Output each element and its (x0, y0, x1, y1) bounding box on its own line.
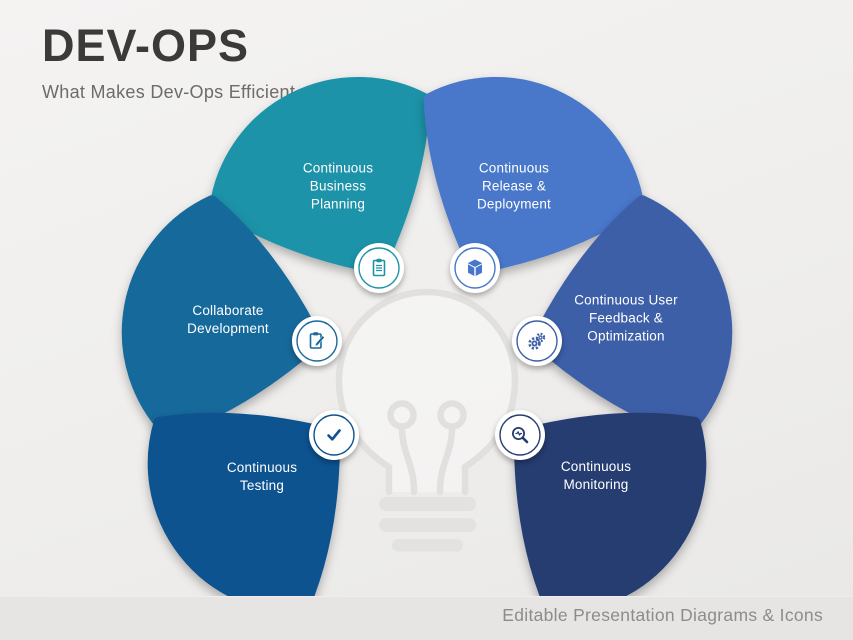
segment-continuous-testing (147, 412, 341, 614)
clipboard-pencil-icon (292, 316, 342, 366)
filament-wire-left (398, 423, 418, 496)
segment-label-continuous-monitoring: Continuous Monitoring (560, 459, 632, 492)
badge-user-feedback-optimization (511, 315, 563, 367)
segment-label-continuous-testing: Continuous Testing (226, 460, 298, 493)
segment-label-collaborate-development: Collaborate Development (187, 303, 269, 336)
magnifier-pulse-icon (495, 410, 545, 460)
clipboard-checklist-icon (354, 243, 404, 293)
title-block: DEV-OPS What Makes Dev-Ops Efficient (42, 20, 295, 103)
segment-label-continuous-user-feedback-optimization: Continuous User Feedback & Optimization (574, 292, 678, 343)
page-title: DEV-OPS (42, 20, 250, 71)
badge-collaborate-development (291, 315, 343, 367)
gears-icon (512, 316, 562, 366)
segment-collaborate-development (121, 195, 323, 438)
footer-text: Editable Presentation Diagrams & Icons (502, 605, 823, 625)
badge-continuous-testing (308, 409, 360, 461)
segment-continuous-business-planning (209, 76, 431, 274)
checkmark-icon (309, 410, 359, 460)
page-subtitle: What Makes Dev-Ops Efficient (42, 82, 296, 102)
footer-band: Editable Presentation Diagrams & Icons (0, 596, 853, 640)
lightbulb-base (379, 497, 476, 552)
segment-continuous-user-feedback-optimization (531, 195, 733, 438)
segment-label-continuous-release-deployment: Continuous Release & Deployment (476, 160, 552, 211)
package-box-icon (450, 243, 500, 293)
badge-continuous-monitoring (494, 409, 546, 461)
segment-continuous-release-deployment (423, 76, 645, 274)
lightbulb-icon (335, 288, 519, 496)
badge-release-deployment (449, 242, 501, 294)
segment-continuous-monitoring (513, 412, 707, 614)
badge-business-planning (353, 242, 405, 294)
filament-wire-right (436, 423, 456, 496)
lightbulb-glass (335, 288, 519, 496)
segment-label-continuous-business-planning: Continuous Business Planning (302, 160, 374, 211)
